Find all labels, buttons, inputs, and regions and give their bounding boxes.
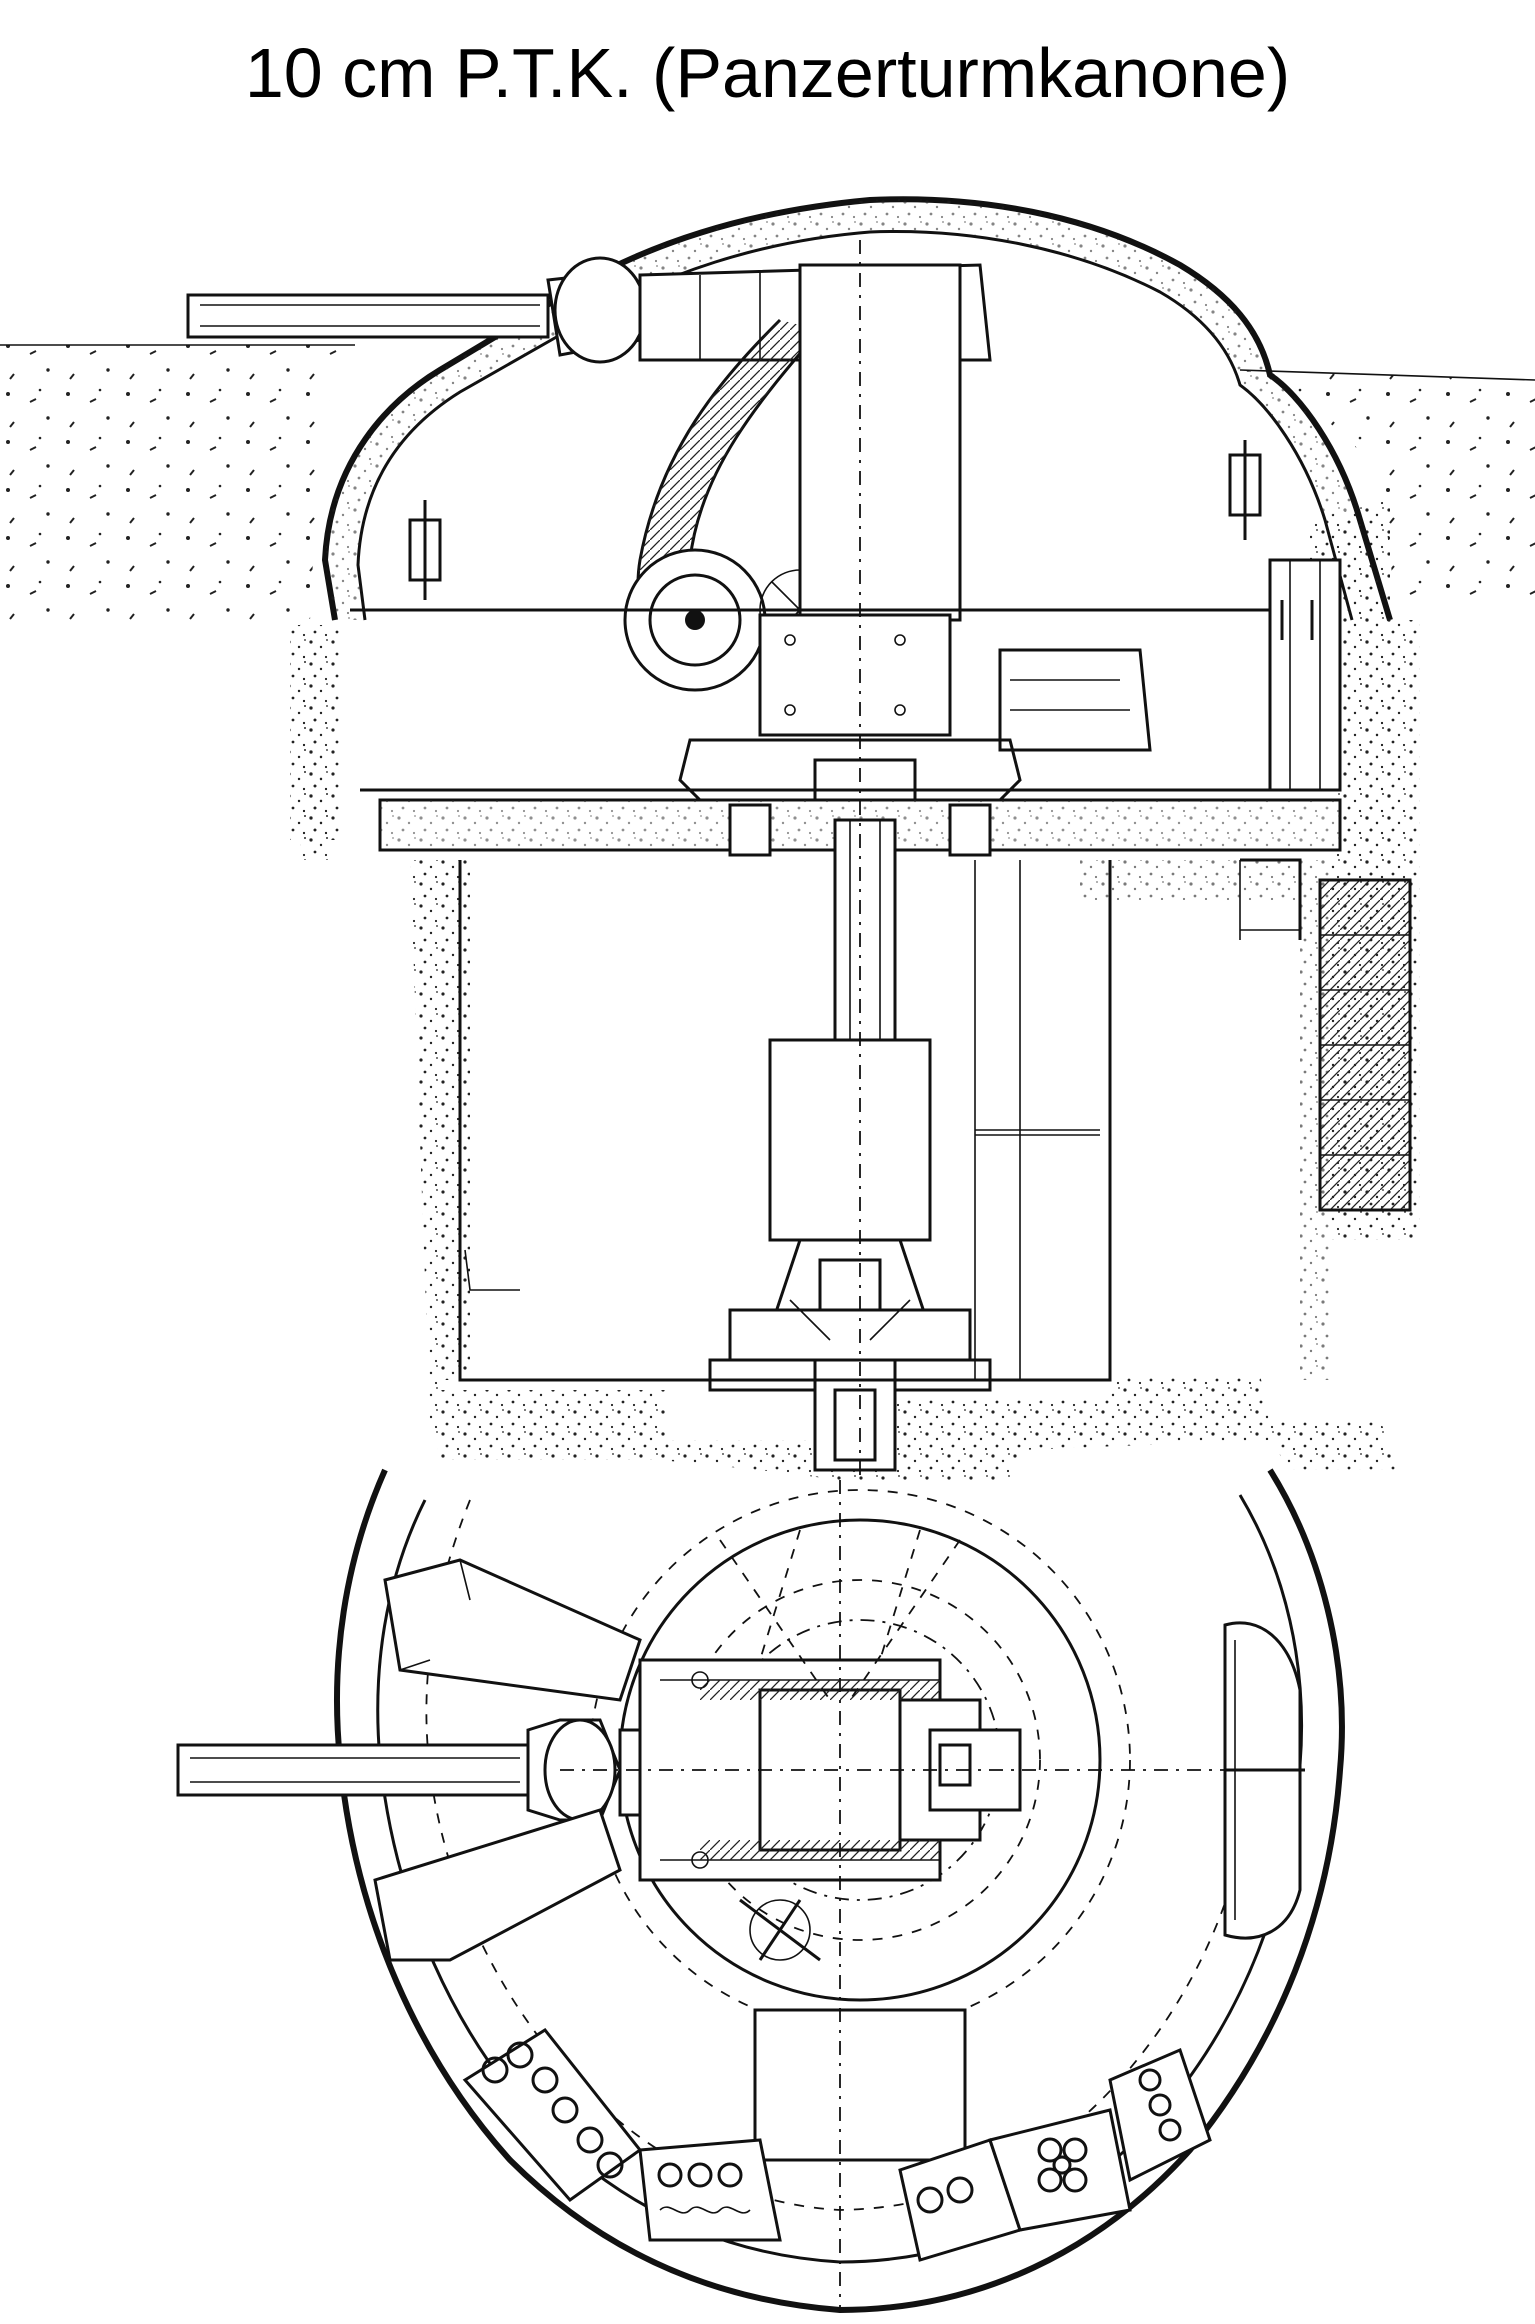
pit-walls (458, 858, 1302, 1382)
central-pivot-column (678, 263, 1022, 822)
vertical-shaft (708, 818, 992, 1472)
breech-mechanism-plan (638, 1658, 1022, 2162)
plan-ammunition-racks-left (462, 2028, 782, 2242)
side-section-view (0, 196, 1535, 1480)
plan-ammunition-racks-right (898, 2047, 1212, 2262)
right-wall-hatching (1318, 878, 1412, 1212)
ammunition-rack-side (408, 440, 1342, 792)
plan-construction-lines (560, 1480, 1280, 2310)
ground-soil (0, 344, 1535, 620)
plan-right-ammunition-locker (1223, 1621, 1305, 1940)
plan-view (176, 1468, 1345, 2314)
page-title: 10 cm P.T.K. (Panzerturmkanone) (244, 34, 1291, 112)
plan-left-shield-panels (373, 1558, 642, 1962)
